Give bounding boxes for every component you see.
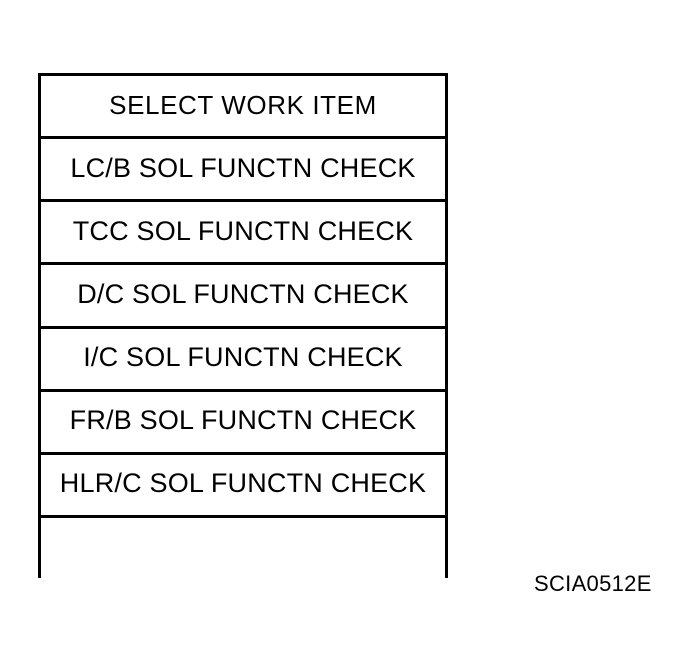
menu-item-empty[interactable] [41,517,445,581]
menu-header-row: SELECT WORK ITEM [41,76,445,140]
menu-item-tcc-sol-functn-check[interactable]: TCC SOL FUNCTN CHECK [41,202,445,266]
menu-item-d-c-sol-functn-check[interactable]: D/C SOL FUNCTN CHECK [41,265,445,329]
menu-item-label: HLR/C SOL FUNCTN CHECK [59,468,427,499]
menu-title: SELECT WORK ITEM [109,90,377,121]
menu-item-label: D/C SOL FUNCTN CHECK [77,278,409,309]
select-work-item-menu: SELECT WORK ITEM LC/B SOL FUNCTN CHECK T… [38,73,448,581]
menu-item-label: LC/B SOL FUNCTN CHECK [70,152,416,183]
menu-item-fr-b-sol-functn-check[interactable]: FR/B SOL FUNCTN CHECK [41,391,445,455]
menu-item-i-c-sol-functn-check[interactable]: I/C SOL FUNCTN CHECK [41,328,445,392]
menu-item-label: TCC SOL FUNCTN CHECK [72,215,414,246]
menu-item-hlr-c-sol-functn-check[interactable]: HLR/C SOL FUNCTN CHECK [41,454,445,518]
menu-item-label: FR/B SOL FUNCTN CHECK [69,405,417,436]
figure-reference-code: SCIA0512E [534,571,652,596]
menu-item-label: I/C SOL FUNCTN CHECK [83,342,403,373]
menu-item-lc-b-sol-functn-check[interactable]: LC/B SOL FUNCTN CHECK [41,139,445,203]
